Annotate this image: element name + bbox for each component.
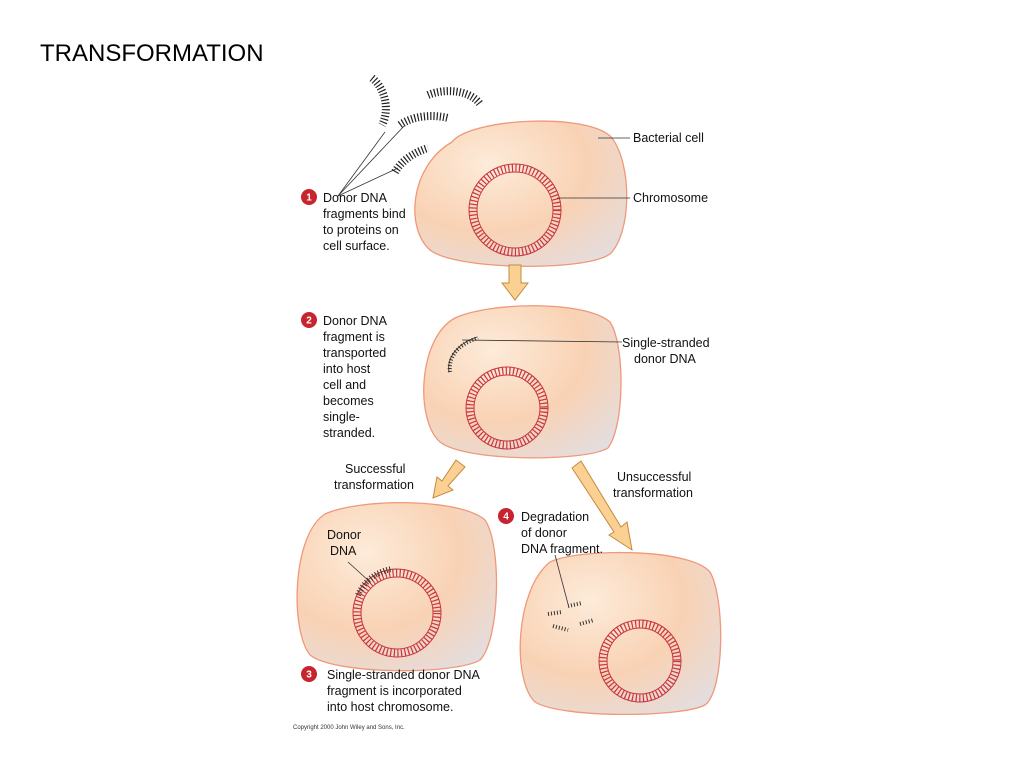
- successful-label-line2: transformation: [334, 478, 414, 492]
- leader-lines: [347, 137, 630, 605]
- svg-text:cell surface.: cell surface.: [323, 239, 390, 253]
- unsuccessful-label-line1: Unsuccessful: [617, 470, 691, 484]
- bacterial-cell-1: [414, 120, 628, 267]
- step-3-text: Single-stranded donor DNA fragment is in…: [327, 668, 481, 714]
- chromosome-2: [465, 366, 549, 450]
- unsuccessful-label-line2: transformation: [613, 486, 693, 500]
- svg-text:stranded.: stranded.: [323, 426, 375, 440]
- successful-arrow: [432, 459, 466, 499]
- svg-text:Degradation: Degradation: [521, 510, 589, 524]
- degraded-dna-fragments: [547, 601, 595, 632]
- svg-text:to proteins on: to proteins on: [323, 223, 399, 237]
- svg-text:into host chromosome.: into host chromosome.: [327, 700, 453, 714]
- chromosome-3: [352, 568, 442, 658]
- successful-label-line1: Successful: [345, 462, 405, 476]
- donor-dna-label-line1: Donor: [327, 528, 361, 542]
- svg-text:fragment is incorporated: fragment is incorporated: [327, 684, 462, 698]
- chromosome-label: Chromosome: [633, 191, 708, 205]
- svg-text:1: 1: [306, 193, 312, 204]
- svg-text:2: 2: [306, 316, 312, 327]
- svg-text:fragment is: fragment is: [323, 330, 385, 344]
- copyright-notice: Copyright 2000 John Wiley and Sons, Inc.: [293, 725, 405, 731]
- svg-text:transported: transported: [323, 346, 386, 360]
- step-3-badge: 3: [301, 666, 317, 682]
- svg-text:DNA fragment.: DNA fragment.: [521, 542, 603, 556]
- step-2-text: Donor DNA fragment is transported into h…: [323, 314, 388, 440]
- step-1-badge: 1: [301, 189, 317, 205]
- chromosome-1: [468, 163, 562, 257]
- svg-text:3: 3: [306, 670, 312, 681]
- donor-dna-fragments: [369, 74, 484, 175]
- bacterial-cell-label: Bacterial cell: [633, 131, 704, 145]
- svg-text:Donor DNA: Donor DNA: [323, 314, 388, 328]
- down-arrow: [500, 264, 530, 301]
- svg-text:4: 4: [503, 512, 509, 523]
- chromosome-4: [598, 619, 682, 703]
- svg-text:Single-stranded donor DNA: Single-stranded donor DNA: [327, 668, 481, 682]
- svg-text:of donor: of donor: [521, 526, 567, 540]
- single-stranded-label-line2: donor DNA: [634, 352, 696, 366]
- svg-text:into host: into host: [323, 362, 371, 376]
- slide-title: TRANSFORMATION: [40, 40, 264, 67]
- single-stranded-label-line1: Single-stranded: [622, 336, 710, 350]
- svg-text:single-: single-: [323, 410, 360, 424]
- svg-text:becomes: becomes: [323, 394, 374, 408]
- svg-text:cell and: cell and: [323, 378, 366, 392]
- svg-text:Donor DNA: Donor DNA: [323, 191, 388, 205]
- step1-pointer-lines: [337, 124, 406, 197]
- bacterial-cell-3: [296, 502, 498, 672]
- bacterial-cell-2: [423, 305, 622, 459]
- step-4-badge: 4: [498, 508, 514, 524]
- step-1-text: Donor DNA fragments bind to proteins on …: [323, 191, 406, 253]
- step-4-text: Degradation of donor DNA fragment.: [521, 510, 603, 556]
- donor-dna-label-line2: DNA: [330, 544, 357, 558]
- step-2-badge: 2: [301, 312, 317, 328]
- unsuccessful-arrow: [571, 460, 633, 552]
- svg-text:fragments bind: fragments bind: [323, 207, 406, 221]
